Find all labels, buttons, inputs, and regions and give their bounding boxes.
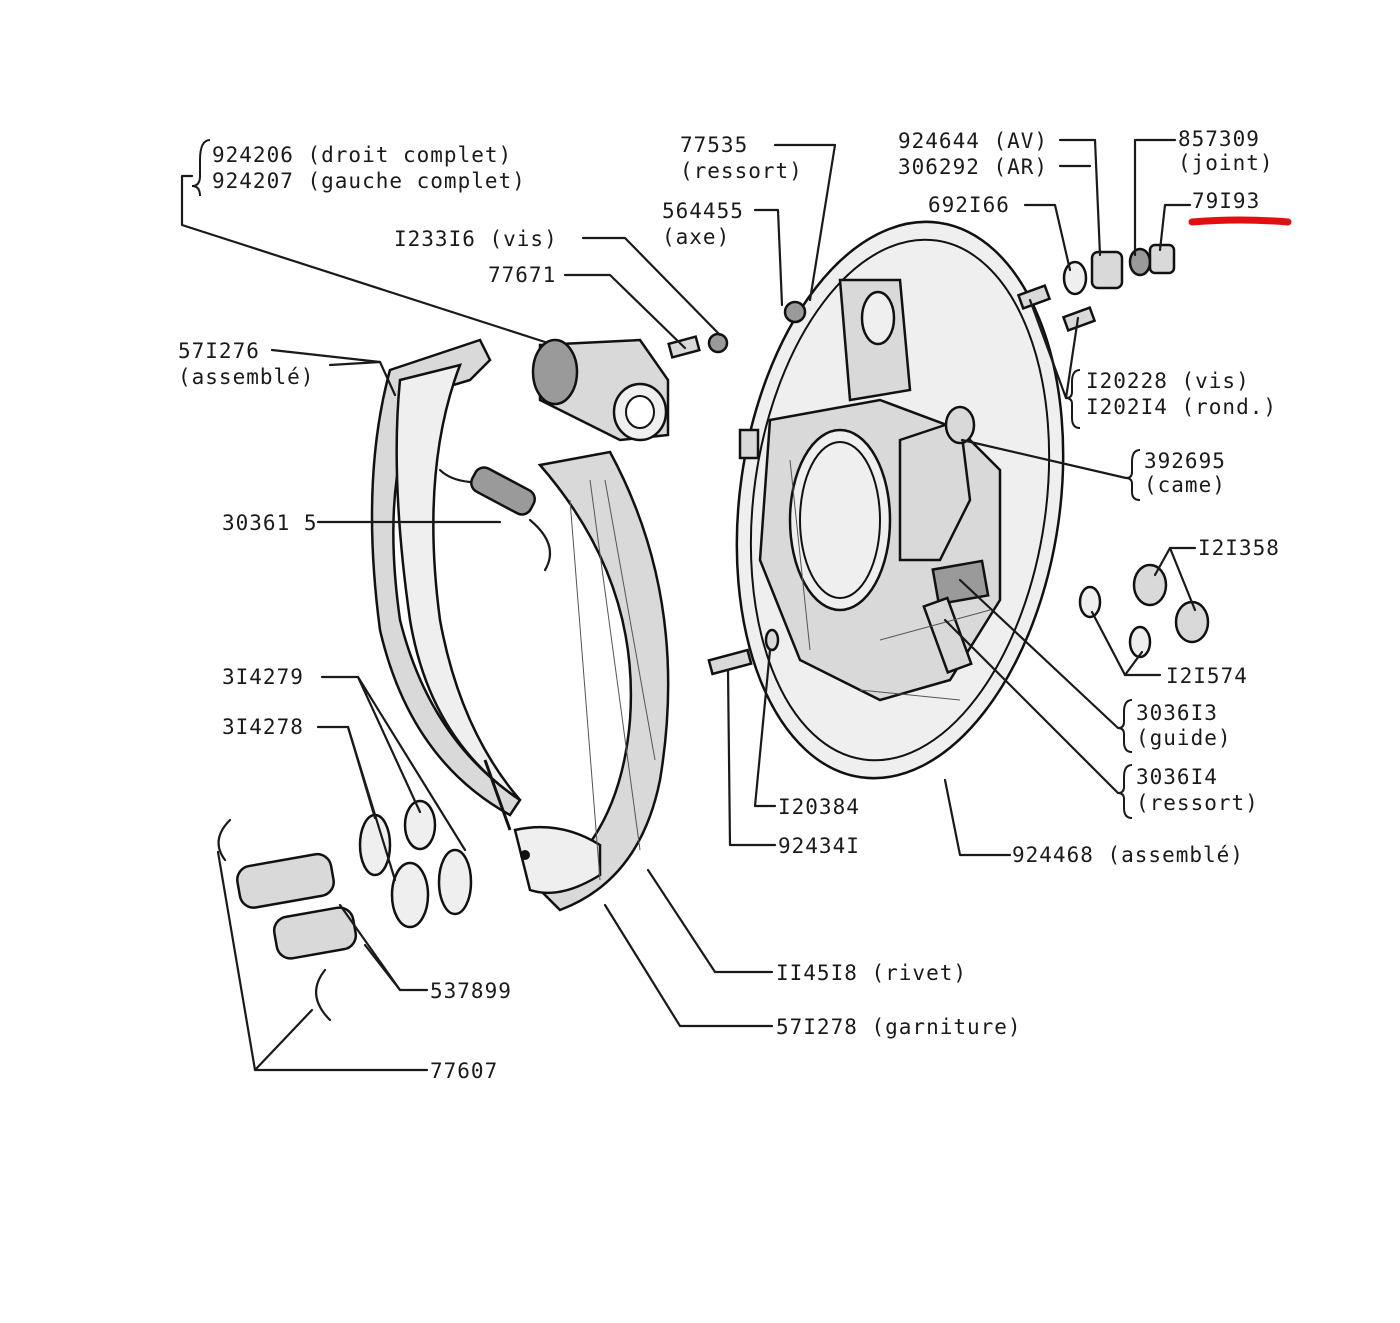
brake-shoe-frame-illustration [370,338,522,831]
brake-shoe-lining-illustration [513,450,670,912]
label-692166: 692I66 [928,193,1010,217]
part-labels: 924206 (droit complet) 924207 (gauche co… [178,127,1292,1083]
label-114518: II45I8 (rivet) [776,961,967,985]
label-77671: 77671 [488,263,556,287]
highlight-underline-79193 [1188,216,1292,226]
label-123316: I233I6 (vis) [394,227,558,251]
label-121358: I2I358 [1198,536,1280,560]
shoe-spring-illustration [438,466,552,572]
label-120214: I202I4 (rond.) [1086,395,1277,419]
label-857309: 857309 [1178,127,1260,151]
backing-plate-illustration [735,220,1065,780]
label-571276: 57I276 [178,339,260,363]
label-77607: 77607 [430,1059,498,1083]
wheel-cylinder-illustration [531,338,670,442]
hardware-illustration [217,243,1210,1022]
label-924644: 924644 (AV) [898,129,1048,153]
label-564455: 564455 [662,199,744,223]
label-314279: 3I4279 [222,665,304,689]
label-537899: 537899 [430,979,512,1003]
label-77535-note: (ressort) [680,159,803,183]
label-924468: 924468 (assemblé) [1012,843,1244,867]
label-121574: I2I574 [1166,664,1248,688]
label-120384: I20384 [778,795,860,819]
label-306292: 306292 (AR) [898,155,1048,179]
label-924207: 924207 (gauche complet) [212,169,526,193]
label-303615: 30361 5 [222,511,318,535]
label-392695-note: (came) [1144,473,1226,497]
label-314278: 3I4278 [222,715,304,739]
label-924206: 924206 (droit complet) [212,143,512,167]
label-571278: 57I278 (garniture) [776,1015,1022,1039]
label-303613: 3036I3 [1136,701,1218,725]
label-857309-note: (joint) [1178,151,1274,175]
label-77535: 77535 [680,133,748,157]
label-79193: 79I93 [1192,189,1260,213]
leader-lines [180,138,1197,1072]
label-303614: 3036I4 [1136,765,1218,789]
label-303613-note: (guide) [1136,726,1232,750]
label-303614-note: (ressort) [1136,791,1259,815]
label-924341: 92434I [778,834,860,858]
label-564455-note: (axe) [662,225,730,249]
label-392695: 392695 [1144,449,1226,473]
label-120228: I20228 (vis) [1086,369,1250,393]
label-571276-note: (assemblé) [178,365,314,389]
